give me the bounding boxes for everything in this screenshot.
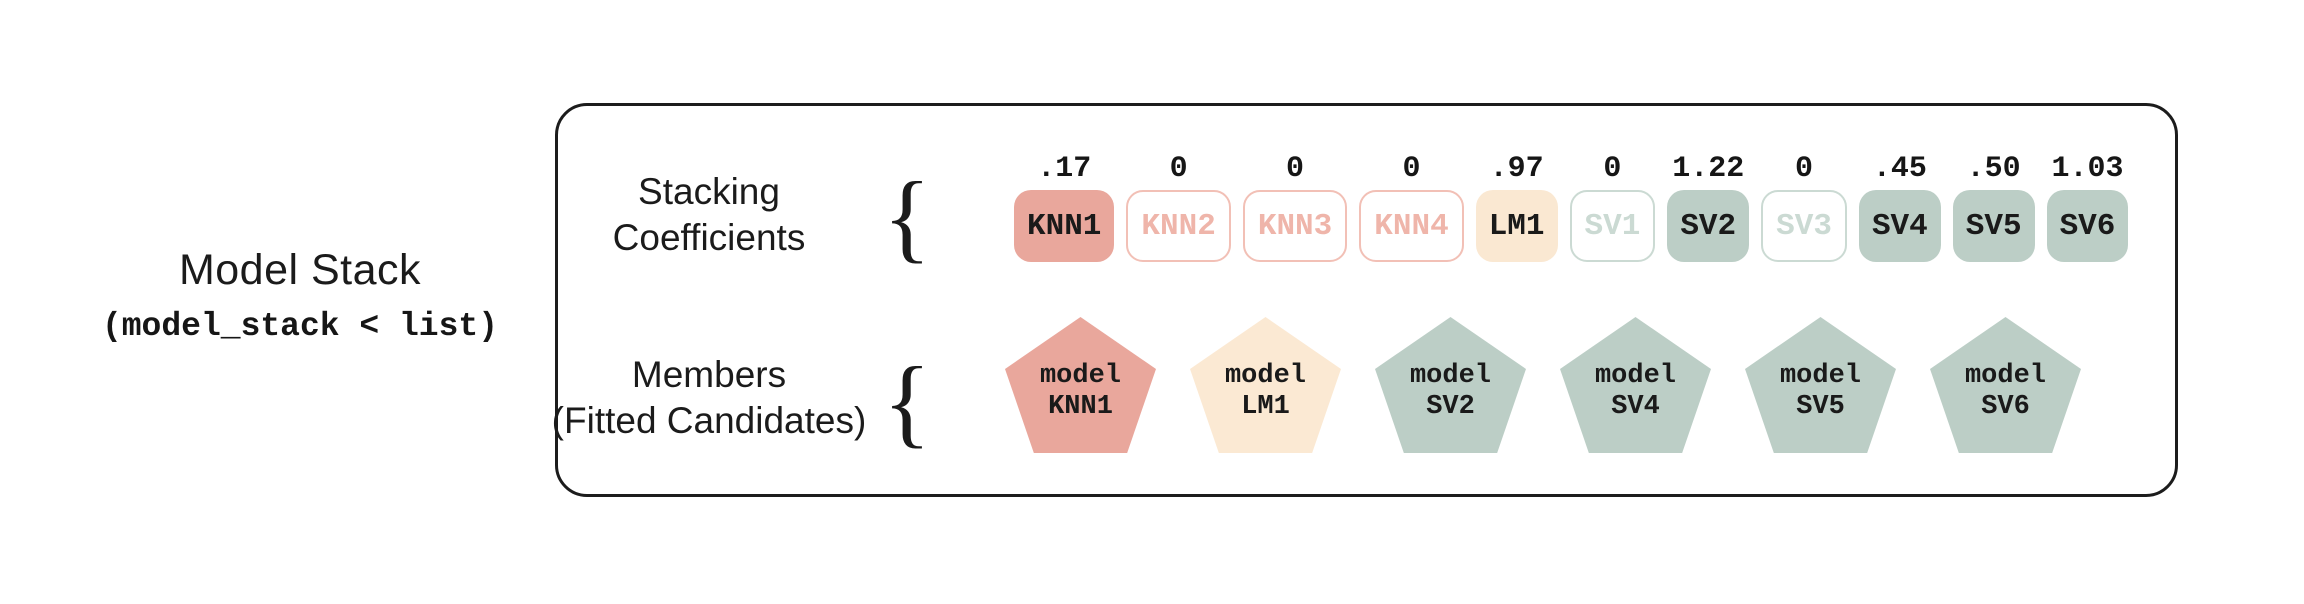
members-label: Members (Fitted Candidates) bbox=[544, 352, 874, 444]
coefficient-cell: 0 KNN2 bbox=[1126, 148, 1231, 262]
coefficient-value: 0 bbox=[1169, 152, 1188, 186]
coefficient-cell: .50 SV5 bbox=[1952, 148, 2035, 262]
member-name-line1: model bbox=[1964, 361, 2046, 391]
curly-brace-icon: { bbox=[883, 345, 931, 457]
candidate-chip: LM1 bbox=[1475, 190, 1558, 262]
candidate-chip: KNN1 bbox=[1014, 190, 1115, 262]
stacking-coefficients-label-line2: Coefficients bbox=[612, 217, 806, 258]
diagram-code-annotation: (model_stack < list) bbox=[101, 308, 499, 345]
member-name-line1: model bbox=[1039, 361, 1121, 391]
members-label-line2: (Fitted Candidates) bbox=[551, 400, 867, 441]
member-name-line1: model bbox=[1779, 361, 1861, 391]
coefficient-value: 1.22 bbox=[1672, 152, 1745, 186]
candidate-chip: SV6 bbox=[2046, 190, 2129, 262]
member-name-line1: model bbox=[1409, 361, 1491, 391]
coefficient-value: 0 bbox=[1603, 152, 1622, 186]
member-pentagon: model SV5 bbox=[1745, 317, 1896, 453]
stacking-coefficients-label-line1: Stacking bbox=[638, 171, 780, 212]
member-name-line2: SV4 bbox=[1611, 392, 1660, 422]
member-pentagon: model SV2 bbox=[1375, 317, 1526, 453]
member-pentagon: model SV6 bbox=[1930, 317, 2081, 453]
title-block: Model Stack (model_stack < list) bbox=[50, 248, 550, 346]
coefficient-cell: 0 KNN4 bbox=[1359, 148, 1464, 262]
panel-content: Stacking Coefficients { .17 KNN1 0 KNN2 … bbox=[552, 103, 2178, 497]
coefficient-cell: .45 SV4 bbox=[1858, 148, 1941, 262]
member-pentagon: model SV4 bbox=[1560, 317, 1711, 453]
candidate-chip: KNN2 bbox=[1126, 190, 1231, 262]
coefficient-cell: 1.22 SV2 bbox=[1667, 148, 1750, 262]
model-stack-panel: Stacking Coefficients { .17 KNN1 0 KNN2 … bbox=[552, 103, 2178, 497]
coefficient-cell: .17 KNN1 bbox=[1014, 148, 1115, 262]
member-pentagon: model KNN1 bbox=[1005, 317, 1156, 453]
coefficient-value: 1.03 bbox=[2051, 152, 2124, 186]
coefficient-value: .97 bbox=[1489, 152, 1544, 186]
candidate-chip: SV2 bbox=[1667, 190, 1750, 262]
stacking-coefficients-label: Stacking Coefficients bbox=[544, 169, 874, 261]
candidate-chip: KNN3 bbox=[1242, 190, 1348, 262]
coefficient-cell: 0 SV1 bbox=[1569, 148, 1656, 262]
coefficient-value: .45 bbox=[1872, 152, 1927, 186]
member-name-line2: SV6 bbox=[1981, 392, 2030, 422]
member-name-line2: SV5 bbox=[1796, 392, 1845, 422]
coefficient-cell: .97 LM1 bbox=[1475, 148, 1558, 262]
member-name-line1: model bbox=[1594, 361, 1676, 391]
coefficient-value: 0 bbox=[1402, 152, 1421, 186]
members-row: model KNN1 model LM1 model SV2 model SV4… bbox=[1005, 317, 2081, 453]
candidate-chip: KNN4 bbox=[1359, 190, 1464, 262]
coefficient-value: 0 bbox=[1286, 152, 1305, 186]
coefficients-row: .17 KNN1 0 KNN2 0 KNN3 0 KNN4 .97 LM1 bbox=[1014, 148, 2129, 262]
coefficient-cell: 0 KNN3 bbox=[1242, 148, 1348, 262]
member-name-line2: SV2 bbox=[1426, 392, 1475, 422]
member-name-line2: KNN1 bbox=[1048, 392, 1113, 422]
members-label-line1: Members bbox=[631, 354, 787, 395]
coefficient-cell: 1.03 SV6 bbox=[2046, 148, 2129, 262]
coefficient-value: .17 bbox=[1037, 152, 1092, 186]
coefficient-value: 0 bbox=[1795, 152, 1814, 186]
candidate-chip: SV4 bbox=[1858, 190, 1941, 262]
candidate-chip: SV3 bbox=[1761, 190, 1847, 262]
member-name-line2: LM1 bbox=[1241, 392, 1290, 422]
curly-brace-icon: { bbox=[883, 160, 931, 272]
member-name-line1: model bbox=[1224, 361, 1306, 391]
candidate-chip: SV5 bbox=[1952, 190, 2035, 262]
candidate-chip: SV1 bbox=[1569, 190, 1656, 262]
member-pentagon: model LM1 bbox=[1190, 317, 1341, 453]
diagram-title: Model Stack bbox=[178, 246, 422, 294]
coefficient-value: .50 bbox=[1966, 152, 2021, 186]
coefficient-cell: 0 SV3 bbox=[1761, 148, 1847, 262]
